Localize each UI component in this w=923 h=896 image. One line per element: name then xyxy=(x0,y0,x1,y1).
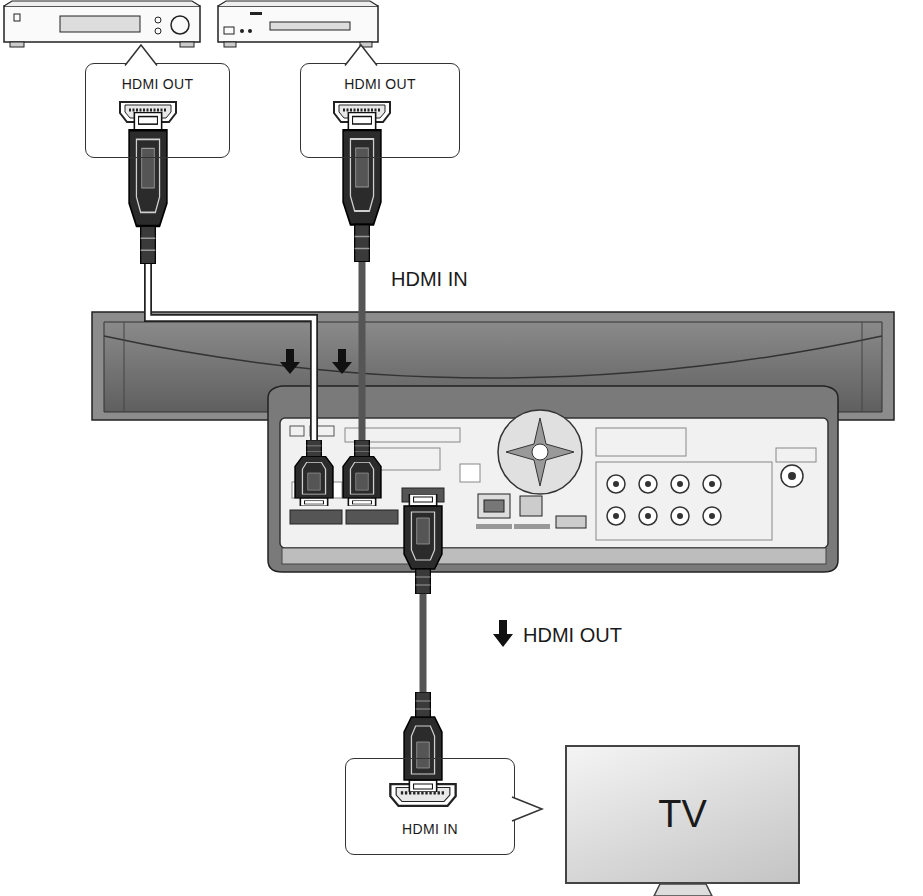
callout-bubble: HDMI IN xyxy=(345,758,515,855)
hdmi-plug xyxy=(404,692,442,792)
source-device xyxy=(218,1,378,47)
source-device xyxy=(4,1,200,47)
hdmi-cable xyxy=(148,262,314,445)
hdmi-plug xyxy=(295,440,333,506)
home-theater-unit xyxy=(92,312,894,572)
hdmi-cable xyxy=(148,262,314,445)
hdmi-cable xyxy=(359,258,366,445)
callout-pointer xyxy=(512,789,552,829)
hdmi-plug xyxy=(343,112,381,262)
direction-arrow xyxy=(493,620,513,647)
tv-screen: TV xyxy=(565,745,800,884)
hdmi-plug xyxy=(404,494,442,594)
hdmi-plug xyxy=(343,440,381,506)
connection-label: HDMI IN xyxy=(389,268,470,291)
hdmi-plug xyxy=(129,112,167,264)
hdmi-cable xyxy=(420,592,427,696)
tv-label: TV xyxy=(658,793,707,836)
tv-stand xyxy=(654,884,712,896)
callout-bubble: HDMI OUT xyxy=(300,63,460,158)
connector-label: HDMI OUT xyxy=(86,76,229,92)
connector-label: HDMI OUT xyxy=(301,76,459,92)
connection-label: HDMI OUT xyxy=(521,624,624,647)
callout-bubble: HDMI OUT xyxy=(85,63,230,158)
connector-label: HDMI IN xyxy=(346,821,514,837)
